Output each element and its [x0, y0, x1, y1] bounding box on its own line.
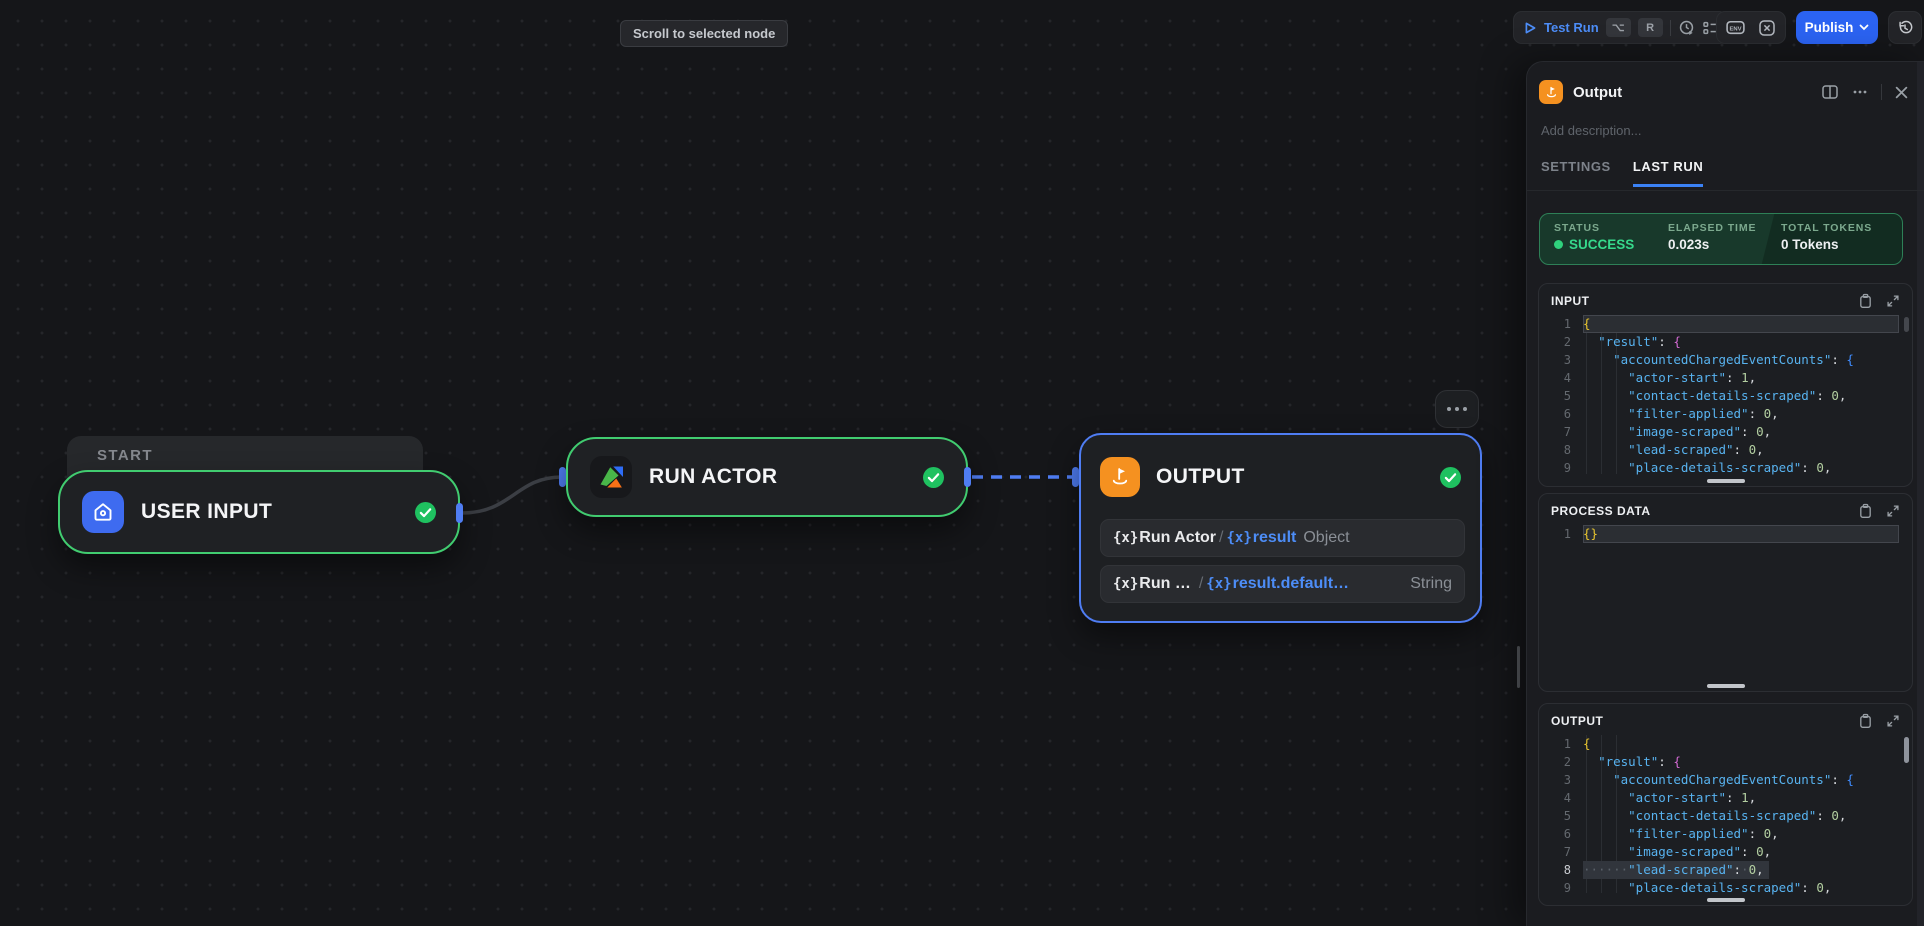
scroll-to-node-tooltip: Scroll to selected node [620, 20, 789, 47]
h-scroll-thumb[interactable] [1706, 684, 1745, 688]
close-icon[interactable] [1895, 86, 1908, 99]
tabs-separator [1527, 190, 1924, 191]
tab-last-run[interactable]: LAST RUN [1632, 159, 1704, 187]
check-circle-icon [1440, 466, 1461, 488]
toolbar-divider [1669, 19, 1671, 36]
run-config-icon[interactable] [1702, 20, 1718, 36]
indent-guide [1601, 333, 1602, 474]
expand-icon[interactable] [1886, 294, 1900, 308]
flag-icon [1539, 80, 1563, 104]
description-placeholder[interactable]: Add description... [1541, 123, 1642, 138]
elapsed-value: 0.023s [1668, 237, 1710, 252]
panel-scrollbar-track[interactable] [1917, 62, 1924, 926]
more-icon[interactable] [1852, 84, 1868, 100]
copy-icon[interactable] [1858, 293, 1873, 309]
indent-guide [1616, 735, 1617, 893]
section-title: INPUT [1551, 294, 1590, 308]
test-run-button[interactable]: Test Run [1544, 20, 1599, 35]
mapping-separator: / [1198, 575, 1204, 592]
svg-text:ENV: ENV [1729, 26, 1741, 32]
canvas-scrollbar[interactable] [1517, 646, 1520, 688]
env-variables-group[interactable]: ENV [1716, 11, 1786, 44]
mapping-type: String [1410, 575, 1452, 592]
home-icon [82, 491, 124, 533]
json-code[interactable]: 1{} [1545, 525, 1899, 685]
json-code[interactable]: 1{2 "result": {3 "accountedChargedEventC… [1563, 736, 1854, 895]
node-label: RUN ACTOR [649, 465, 778, 488]
mapping-source: Run Actor [1139, 529, 1217, 546]
kbd-r: R [1637, 18, 1663, 37]
test-run-group[interactable]: Test Run ⌥ R [1513, 11, 1728, 44]
apify-actor-icon [590, 456, 632, 498]
status-label: STATUS [1554, 222, 1600, 234]
publish-label: Publish [1804, 20, 1854, 35]
output-json-card: OUTPUT 1{2 "result": {3 "accountedCharge… [1538, 703, 1913, 906]
mapping-ref: result.default… [1232, 575, 1350, 592]
indent-guide [1586, 333, 1587, 474]
indent-guide [1601, 735, 1602, 893]
output-mapping-row[interactable]: {x}Run …/{x}result.default…String [1100, 565, 1465, 603]
run-status-card: STATUS SUCCESS ELAPSED TIME 0.023s TOTAL… [1539, 213, 1903, 265]
expand-icon[interactable] [1886, 714, 1900, 728]
play-icon[interactable] [1523, 21, 1537, 35]
mapping-type: Object [1303, 529, 1350, 546]
process-data-card: PROCESS DATA 1{} [1538, 493, 1913, 692]
chevron-down-icon [1859, 24, 1869, 31]
h-scroll-thumb[interactable] [1706, 898, 1745, 902]
flag-icon [1100, 457, 1140, 497]
h-scroll-thumb[interactable] [1706, 479, 1745, 483]
node-user-input[interactable]: USER INPUT [58, 470, 460, 554]
input-handle[interactable] [559, 467, 566, 487]
output-detail-panel: Output Add description... SETTINGS LAST … [1527, 62, 1924, 926]
v-scroll-thumb[interactable] [1904, 317, 1909, 332]
expand-icon[interactable] [1886, 504, 1900, 518]
success-dot [1554, 240, 1563, 249]
start-group-label: START [97, 447, 153, 464]
edge-userinput-runactor [460, 475, 564, 515]
node-more-button[interactable] [1435, 390, 1479, 428]
publish-button[interactable]: Publish [1796, 11, 1878, 44]
header-divider [1881, 84, 1882, 100]
section-title: PROCESS DATA [1551, 504, 1651, 518]
input-json-card: INPUT 1{2 "result": {3 "accountedCharged… [1538, 283, 1913, 487]
node-label: USER INPUT [141, 500, 273, 523]
variable-icon: {x} [1226, 530, 1252, 546]
variable-icon: {x} [1113, 530, 1139, 546]
schedule-run-icon[interactable] [1678, 19, 1695, 36]
variables-icon[interactable] [1757, 18, 1777, 38]
indent-guide [1616, 333, 1617, 474]
env-icon[interactable]: ENV [1725, 17, 1746, 38]
variable-icon: {x} [1113, 576, 1139, 592]
elapsed-label: ELAPSED TIME [1668, 222, 1757, 234]
kbd-option: ⌥ [1605, 18, 1631, 37]
tab-settings[interactable]: SETTINGS [1541, 159, 1611, 174]
mapping-ref: result [1252, 529, 1297, 546]
history-button[interactable] [1888, 11, 1922, 44]
node-run-actor[interactable]: RUN ACTOR [566, 437, 968, 517]
copy-icon[interactable] [1858, 713, 1873, 729]
copy-icon[interactable] [1858, 503, 1873, 519]
node-label: OUTPUT [1156, 465, 1245, 488]
indent-guide [1586, 735, 1587, 893]
mapping-separator: / [1219, 529, 1224, 546]
json-code[interactable]: 1{2 "result": {3 "accountedChargedEventC… [1545, 315, 1899, 480]
v-scroll-thumb[interactable] [1904, 737, 1909, 763]
status-value: SUCCESS [1569, 237, 1635, 252]
history-icon [1899, 20, 1913, 33]
section-title: OUTPUT [1551, 714, 1604, 728]
tokens-label: TOTAL TOKENS [1781, 222, 1873, 234]
input-handle[interactable] [1072, 467, 1079, 487]
tokens-value: 0 Tokens [1781, 237, 1839, 252]
output-handle[interactable] [456, 503, 463, 523]
check-circle-icon [415, 501, 436, 523]
output-handle[interactable] [964, 467, 971, 487]
mapping-source: Run … [1139, 575, 1191, 592]
panel-title: Output [1573, 83, 1623, 101]
split-view-icon[interactable] [1821, 83, 1839, 101]
variable-icon: {x} [1206, 576, 1232, 592]
check-circle-icon [923, 466, 944, 488]
